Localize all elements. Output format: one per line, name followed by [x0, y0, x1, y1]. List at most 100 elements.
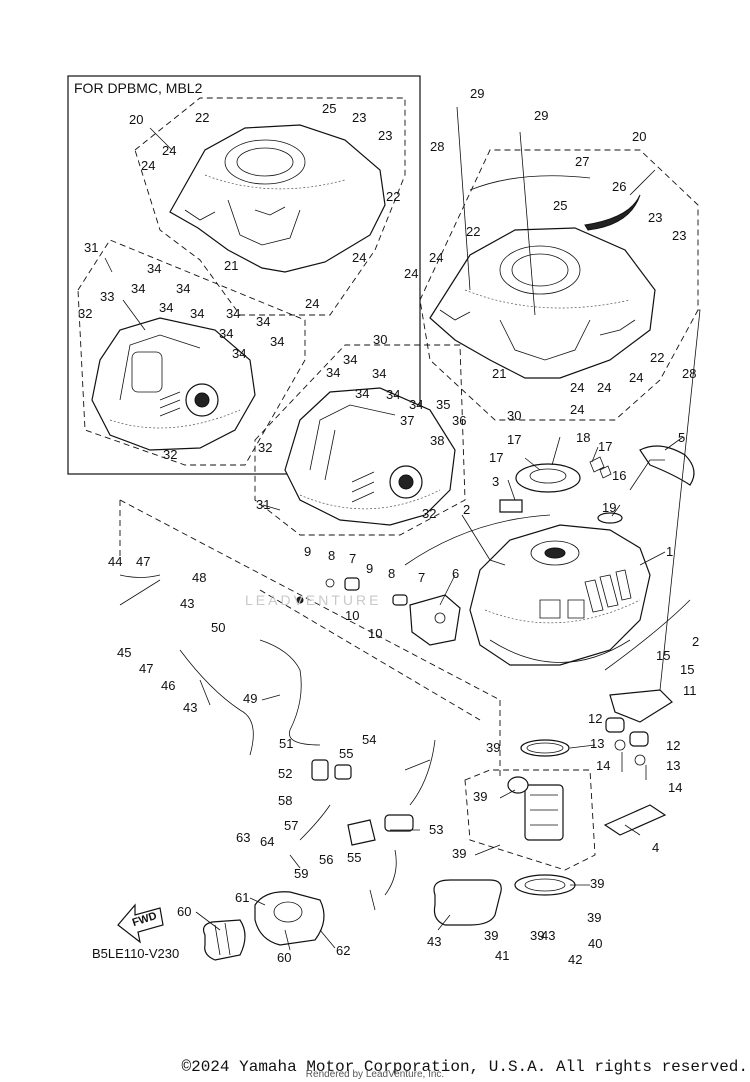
- main-group-outlines: [119, 149, 699, 871]
- callout-12: 12: [666, 738, 680, 753]
- fwd-arrow-icon: FWD: [117, 903, 164, 944]
- callout-20: 20: [129, 112, 143, 127]
- callout-34: 34: [176, 281, 190, 296]
- callout-22: 22: [650, 350, 664, 365]
- callout-34: 34: [386, 387, 400, 402]
- callout-41: 43: [180, 596, 194, 611]
- callout-57: 60: [277, 950, 291, 965]
- callout-34: 34: [232, 346, 246, 361]
- callout-52: 55: [339, 746, 353, 761]
- callout-24: 24: [429, 250, 443, 265]
- callout-6: 6: [452, 566, 459, 581]
- callout-46: 49: [243, 691, 257, 706]
- callout-12: 12: [588, 711, 602, 726]
- callout-27: 27: [575, 154, 589, 169]
- callout-26: 26: [612, 179, 626, 194]
- fuel-cap: [515, 456, 612, 493]
- callout-22: 22: [195, 110, 209, 125]
- callout-23: 23: [672, 228, 686, 243]
- callout-32: 32: [78, 306, 92, 321]
- valves: [311, 759, 414, 846]
- callout-45: 48: [192, 570, 206, 585]
- callout-39: 43: [541, 928, 555, 943]
- callout-29: 29: [534, 108, 548, 123]
- callout-23: 23: [352, 110, 366, 125]
- callout-16: 16: [612, 468, 626, 483]
- callout-43: 47: [136, 554, 150, 569]
- callout-10: 10: [345, 608, 359, 623]
- callout-42: 43: [183, 700, 197, 715]
- callout-28: 28: [430, 139, 444, 154]
- fuel-tank: [469, 524, 651, 666]
- rendered-by-notice: Rendered by LeadVenture, Inc.: [305, 1069, 445, 1080]
- callout-9: 9: [304, 544, 311, 559]
- callout-21: 21: [224, 258, 238, 273]
- callout-34: 34: [131, 281, 145, 296]
- callout-34: 38: [430, 433, 444, 448]
- callout-34: 34: [226, 306, 240, 321]
- callout-4: 4: [652, 840, 659, 855]
- small-covers: [499, 445, 695, 524]
- callout-39: 41: [495, 948, 509, 963]
- callout-31: 31: [256, 497, 270, 512]
- inset-title: FOR DPBMC, MBL2: [74, 80, 203, 96]
- callout-24: 24: [404, 266, 418, 281]
- rubber-strips: [404, 514, 691, 671]
- callout-38: 39: [486, 740, 500, 755]
- callout-39: 39: [587, 910, 601, 925]
- callout-25: 25: [322, 101, 336, 116]
- callout-8: 8: [388, 566, 395, 581]
- callout-7: 7: [418, 570, 425, 585]
- callout-32: 32: [163, 447, 177, 462]
- hoses: [119, 574, 436, 896]
- callout-34: 34: [147, 261, 161, 276]
- callout-2: 2: [463, 502, 470, 517]
- callout-34: 34: [219, 326, 233, 341]
- callout-8: 8: [328, 548, 335, 563]
- callout-54: 57: [284, 818, 298, 833]
- callout-30: 30: [507, 408, 521, 423]
- callout-23: 23: [648, 210, 662, 225]
- inset-side-cover: [91, 317, 256, 451]
- callout-15: 15: [656, 648, 670, 663]
- callout-32: 32: [422, 506, 436, 521]
- callout-25: 25: [553, 198, 567, 213]
- callout-24: 24: [570, 402, 584, 417]
- callout-17: 17: [598, 439, 612, 454]
- callout-24: 24: [570, 380, 584, 395]
- callout-32: 32: [258, 440, 272, 455]
- callout-19: 19: [602, 500, 616, 515]
- callout-59: 62: [336, 943, 350, 958]
- callout-44: 47: [139, 661, 153, 676]
- callout-34: 34: [256, 314, 270, 329]
- canister: [202, 891, 325, 961]
- callout-24: 24: [141, 158, 155, 173]
- side-cover: [284, 387, 456, 526]
- callout-22: 22: [466, 224, 480, 239]
- callout-21: 21: [492, 366, 506, 381]
- callout-34: 37: [400, 413, 414, 428]
- callout-24: 24: [305, 296, 319, 311]
- callout-31: 31: [84, 240, 98, 255]
- callout-55: 59: [294, 866, 308, 881]
- callout-23: 23: [378, 128, 392, 143]
- callout-34: 34: [343, 352, 357, 367]
- callout-48: 52: [278, 766, 292, 781]
- callout-53: 56: [319, 852, 333, 867]
- callout-47: 51: [279, 736, 293, 751]
- callout-39: 42: [568, 952, 582, 967]
- callout-22: 22: [386, 189, 400, 204]
- callout-7: 7: [349, 551, 356, 566]
- callout-47: 50: [211, 620, 225, 635]
- callout-34: 34: [326, 365, 340, 380]
- diagram-code: B5LE110-V230: [92, 946, 179, 961]
- fuel-pump: [507, 739, 576, 896]
- leader-lines: [104, 106, 701, 951]
- callout-5: 5: [678, 430, 685, 445]
- callout-36: 39: [473, 789, 487, 804]
- callout-39: 40: [588, 936, 602, 951]
- watermark: LEADVENTURE: [245, 592, 381, 608]
- callout-29: 29: [470, 86, 484, 101]
- callout-14: 14: [596, 758, 610, 773]
- callout-34: 34: [355, 386, 369, 401]
